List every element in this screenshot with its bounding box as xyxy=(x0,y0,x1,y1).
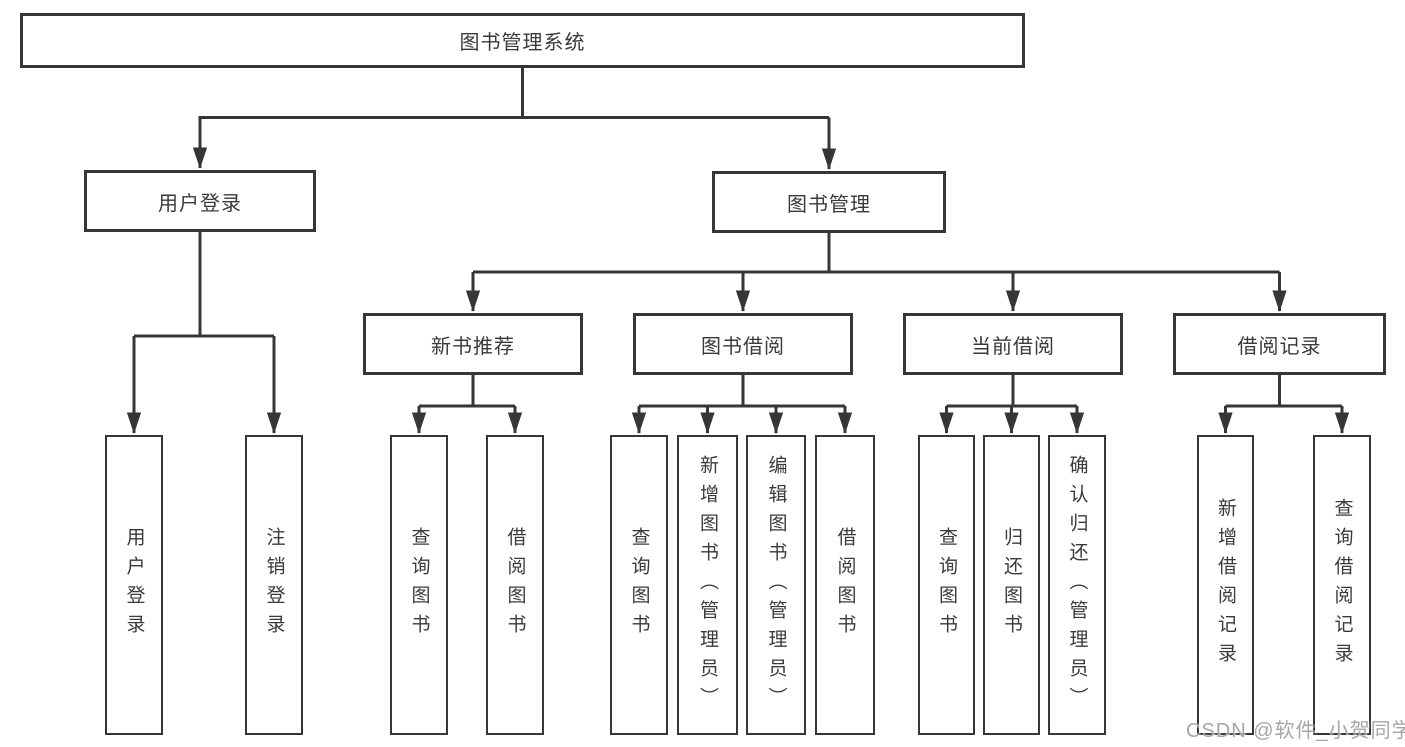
node-leaf-rec-query-books: 查询图书 xyxy=(390,435,448,735)
node-label: 查询图书 xyxy=(408,527,430,643)
node-leaf-borrow-borrow-books: 借阅图书 xyxy=(815,435,875,735)
node-label: 查询借阅记录 xyxy=(1331,498,1353,672)
node-label: 归还图书 xyxy=(1001,527,1022,643)
connector-arrows xyxy=(126,117,1350,434)
node-root-system: 图书管理系统 xyxy=(20,13,1025,68)
node-label: 借阅图书 xyxy=(504,527,526,643)
node-book-management: 图书管理 xyxy=(712,171,946,233)
node-label: 借阅记录 xyxy=(1237,335,1322,358)
node-book-borrowing: 图书借阅 xyxy=(633,313,853,375)
node-leaf-borrow-query-books: 查询图书 xyxy=(610,435,668,735)
node-leaf-current-query-books: 查询图书 xyxy=(918,435,975,735)
node-label: 用户登录 xyxy=(158,192,242,215)
node-leaf-user-login: 用户登录 xyxy=(105,435,163,735)
node-label: 当前借阅 xyxy=(971,335,1055,358)
node-label: 新书推荐 xyxy=(431,335,515,358)
node-root-label: 图书管理系统 xyxy=(459,32,586,54)
node-label: 借阅图书 xyxy=(834,527,856,643)
node-leaf-borrow-add-books-admin: 新增图书（管理员） xyxy=(677,435,738,735)
node-label: 新增图书（管理员） xyxy=(697,454,718,716)
node-label: 用户登录 xyxy=(123,527,145,643)
node-label: 新增借阅记录 xyxy=(1215,498,1236,672)
node-borrow-records: 借阅记录 xyxy=(1173,313,1386,375)
node-user-login: 用户登录 xyxy=(84,170,316,232)
node-new-book-recommend: 新书推荐 xyxy=(363,313,583,375)
node-label: 查询图书 xyxy=(628,527,650,643)
node-leaf-records-query-record: 查询借阅记录 xyxy=(1313,435,1371,735)
node-label: 确认归还（管理员） xyxy=(1066,454,1088,716)
node-label: 编辑图书（管理员） xyxy=(765,454,787,716)
node-leaf-rec-borrow-books: 借阅图书 xyxy=(486,435,544,735)
csdn-watermark: CSDN @软件_小贺同学 xyxy=(1186,720,1405,742)
node-leaf-current-return-books: 归还图书 xyxy=(983,435,1040,735)
node-current-borrowing: 当前借阅 xyxy=(903,313,1123,375)
connector-trunks xyxy=(134,68,1342,408)
node-label: 查询图书 xyxy=(936,527,957,643)
node-label: 图书管理 xyxy=(787,193,871,216)
node-leaf-current-confirm-return-admin: 确认归还（管理员） xyxy=(1048,435,1106,735)
node-label: 图书借阅 xyxy=(701,335,785,358)
node-leaf-logout: 注销登录 xyxy=(245,435,303,735)
node-label: 注销登录 xyxy=(263,527,285,643)
node-leaf-borrow-edit-books-admin: 编辑图书（管理员） xyxy=(746,435,806,735)
node-leaf-records-add-record: 新增借阅记录 xyxy=(1197,435,1254,735)
